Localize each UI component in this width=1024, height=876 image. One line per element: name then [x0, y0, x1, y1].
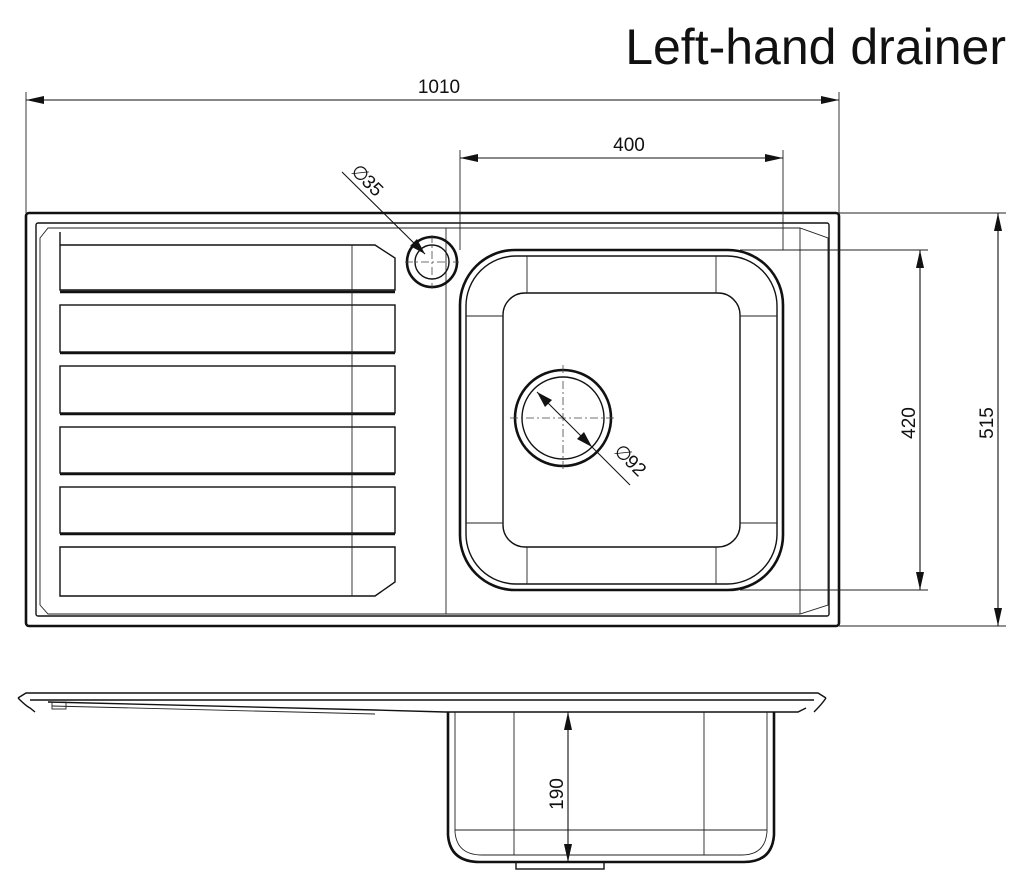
- side-drainer-slope: [47, 701, 446, 713]
- side-bowl-outline: [446, 712, 776, 864]
- side-deck-left-lip: [17, 697, 36, 713]
- drainer-groove: [59, 304, 396, 353]
- drainer-groove: [59, 426, 396, 474]
- drainer-groove: [59, 546, 396, 597]
- side-deck-top: [17, 692, 827, 699]
- side-drainer-clip: [51, 701, 67, 710]
- dimension-overall-depth-label: 515: [977, 407, 998, 439]
- dimension-tap-hole: ∅ 35: [341, 161, 426, 255]
- side-bowl-inner: [454, 712, 768, 856]
- drainer-groove: [59, 365, 396, 414]
- sink-outer-rim: [24, 211, 841, 628]
- dimension-overall-depth: 515: [839, 212, 1006, 627]
- side-waste-outlet: [515, 861, 605, 870]
- dimension-bowl-depth: 190: [547, 712, 572, 862]
- drawing-title: Left-hand drainer: [625, 19, 1006, 75]
- drainer-groove: [59, 232, 396, 291]
- bowl-top-edge: [465, 255, 778, 585]
- dimension-bowl-depth-label: 190: [547, 778, 568, 810]
- bowl-floor: [502, 292, 741, 548]
- dimension-bowl-width-label: 400: [613, 135, 645, 156]
- dimension-bowl-width: 400: [459, 135, 784, 250]
- dimension-overall-width: 1010: [25, 77, 840, 213]
- side-drainer-underside: [51, 705, 376, 715]
- dimension-overall-width-label: 1010: [418, 77, 460, 98]
- side-deck-right-lip: [813, 697, 827, 713]
- side-view: [17, 692, 827, 870]
- bowl-outer: [458, 248, 785, 592]
- dimension-bowl-length: 420: [740, 249, 928, 591]
- drainer-groove: [59, 486, 396, 534]
- dimension-bowl-length-label: 420: [899, 407, 920, 439]
- sink-inner-rim: [35, 222, 830, 617]
- plan-view: [24, 211, 841, 628]
- side-deck-underside: [445, 707, 807, 713]
- drainer-grooves: [59, 232, 396, 597]
- dimension-waste: ∅ 92: [536, 391, 650, 486]
